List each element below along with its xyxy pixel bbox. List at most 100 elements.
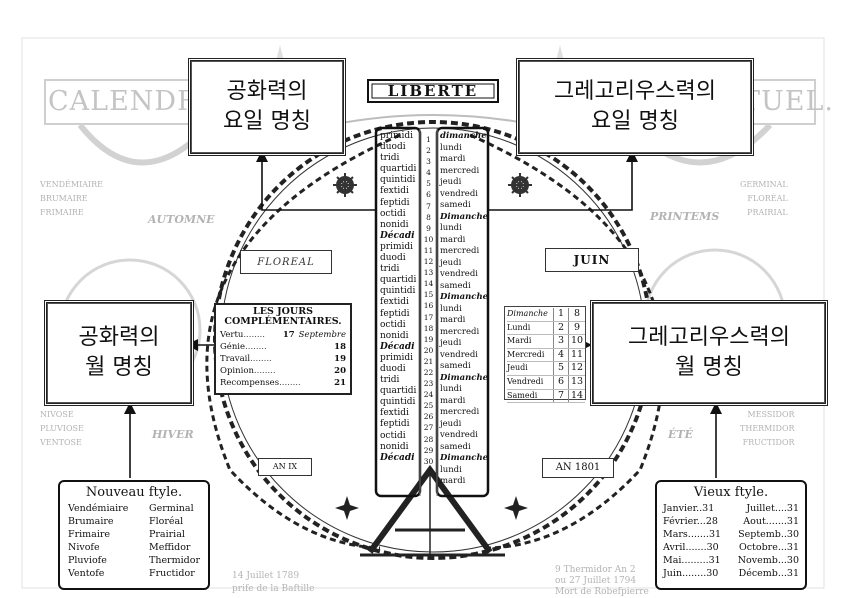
republican-day: duodi: [380, 363, 406, 374]
legend-old-month: Janvier..31: [663, 503, 715, 514]
republican-day: fextidi: [380, 297, 409, 308]
legend-new-month: Prairial: [148, 529, 185, 540]
day-number: 2: [426, 146, 431, 156]
day-number: 24: [423, 390, 434, 400]
callout-republican-weekdays: 공화력의 요일 명칭: [188, 58, 346, 156]
gregorian-day: jeudi: [440, 418, 462, 429]
legend-old-month: Juillet....31: [746, 503, 799, 514]
year-right: AN 1801: [555, 462, 601, 473]
day-number: 11: [423, 245, 434, 255]
juin-date: 10: [568, 335, 585, 348]
complementary-days-box: LES JOURS COMPLÉMENTAIRES. Vertu........…: [214, 303, 352, 395]
faint-caption-line: prife de la Baftille: [232, 584, 315, 594]
faint-months-left-bottom: NIVOSE PLUVIOSE VENTOSE: [40, 408, 84, 450]
day-number: 20: [423, 345, 434, 355]
juin-date: 12: [568, 362, 585, 375]
gregorian-day: lundi: [440, 142, 462, 153]
rosette-right: [508, 173, 532, 197]
gregorian-day: dimanche: [440, 131, 487, 141]
dot-leader: ........: [279, 378, 301, 388]
gregorian-day: mardi: [440, 395, 466, 406]
day-number: 28: [423, 434, 434, 444]
arrow-top-left: [256, 150, 376, 211]
faint-caption-line: 14 Juillet 1789: [232, 571, 300, 581]
juin-date: 5: [553, 362, 568, 375]
legend-old-row: Avril.......30 Octobre...31: [663, 541, 799, 554]
republican-day: quintidi: [380, 175, 416, 186]
dot-leader: ........: [243, 330, 265, 340]
faint-season-autumn: AUTOMNE: [148, 213, 215, 226]
faint-season-winter: HIVER: [152, 428, 194, 441]
complementary-row: Travail........19: [220, 353, 346, 365]
day-number: 16: [423, 301, 434, 311]
republican-day: quartidi: [380, 386, 417, 397]
legend-old-month: Avril.......30: [663, 542, 719, 553]
faint-months-left-top: VENDÉMIAIRE BRUMAIRE FRIMAIRE: [40, 178, 103, 220]
faint-month: PLUVIOSE: [40, 424, 84, 433]
gregorian-day: jeudi: [440, 177, 462, 187]
juin-date: 9: [568, 321, 585, 335]
faint-months-right-top: GERMINAL FLORÉAL PRAIRIAL: [740, 178, 788, 220]
legend-new-month: Meffidor: [148, 542, 191, 553]
arrow-bottom-right: [710, 402, 722, 478]
republican-day: feptidi: [380, 197, 410, 208]
gregorian-day: mardi: [440, 234, 466, 245]
day-number: 18: [423, 323, 434, 333]
juin-weekday: Dimanche: [507, 309, 548, 318]
legend-old-month: Octobre...31: [738, 542, 799, 553]
day-number: 12: [423, 257, 434, 267]
day-number: 10: [423, 234, 434, 244]
legend-new-month: Ventofe: [68, 568, 105, 579]
gregorian-day: samedi: [440, 280, 471, 291]
legend-new-title: Nouveau ftyle.: [85, 485, 183, 500]
faint-month: VENTOSE: [40, 438, 82, 447]
day-number: 21: [423, 356, 434, 366]
complementary-value: 20: [334, 366, 346, 376]
gregorian-day: Dimanche: [440, 372, 489, 383]
faint-month: NIVOSE: [40, 410, 74, 419]
legend-new-month: Nivofe: [68, 542, 100, 553]
day-number: 25: [423, 401, 434, 411]
complementary-row: Opinion........20: [220, 365, 346, 377]
legend-old-row: Janvier..31 Juillet....31: [663, 502, 799, 515]
gregorian-day: samedi: [440, 441, 471, 452]
complementary-title: LES JOURS COMPLÉMENTAIRES.: [224, 306, 342, 327]
juin-plate: JUIN: [545, 248, 639, 272]
republican-day: quartidi: [380, 275, 417, 286]
faint-season-spring: PRINTEMS: [650, 210, 720, 223]
day-number: 15: [423, 290, 434, 300]
star-bottom-left: [335, 496, 359, 520]
republican-day: Décadi: [380, 341, 415, 352]
juin-weekday: Jeudi: [507, 363, 528, 373]
juin-weekday: Mercredi: [507, 349, 545, 359]
gregorian-day: mercredi: [440, 165, 480, 176]
day-number: 30: [423, 456, 434, 466]
complementary-row: Recompenses........21: [220, 377, 346, 389]
faint-month: THERMIDOR: [740, 424, 795, 433]
day-number: 13: [423, 268, 434, 278]
day-number: 27: [423, 423, 434, 433]
day-number: 14: [423, 279, 434, 289]
day-number: 5: [426, 179, 431, 189]
gregorian-day: Dimanche: [440, 292, 489, 302]
day-number: 7: [426, 201, 431, 211]
juin-date: 11: [568, 348, 585, 362]
legend-old-month: Décemb...31: [738, 568, 799, 579]
faint-month: FLORÉAL: [747, 194, 788, 203]
complementary-row: Génie........18: [220, 341, 346, 353]
republican-day: nonidi: [380, 330, 409, 341]
day-number: 8: [426, 212, 431, 222]
